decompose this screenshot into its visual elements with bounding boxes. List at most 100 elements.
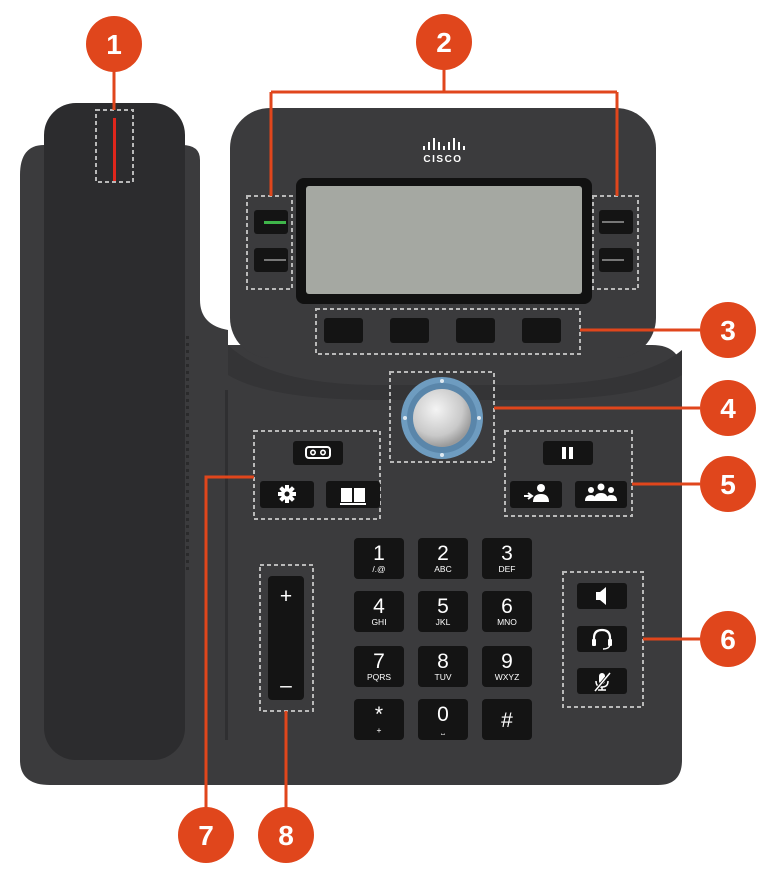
callout-6: 6 xyxy=(700,611,756,667)
keypad-key-face[interactable] xyxy=(354,699,404,740)
grille-slot xyxy=(186,364,189,367)
keypad-digit: 5 xyxy=(437,595,449,618)
grille-slot xyxy=(186,441,189,444)
logo-bar xyxy=(443,146,445,150)
feature-keys-right-highlight xyxy=(504,430,633,517)
grille-slot xyxy=(186,350,189,353)
callout-number: 2 xyxy=(436,27,452,58)
keypad-key[interactable]: 0⎵ xyxy=(418,699,468,740)
callout-4: 4 xyxy=(700,380,756,436)
keypad-digit: 3 xyxy=(501,542,513,565)
grille-slot xyxy=(186,567,189,570)
grille-slot xyxy=(186,469,189,472)
headset-button[interactable] xyxy=(577,626,627,652)
callout-badge xyxy=(700,456,756,512)
keypad-key-face[interactable] xyxy=(418,699,468,740)
speaker-grille xyxy=(186,336,228,740)
keypad-letters: JKL xyxy=(436,617,451,627)
hold-button[interactable] xyxy=(543,441,593,465)
grille-slot xyxy=(186,385,189,388)
conference-icon xyxy=(585,483,617,501)
keypad-key[interactable]: 1/.@ xyxy=(354,538,404,579)
keypad-key-face[interactable] xyxy=(482,538,532,579)
grille-slot xyxy=(186,392,189,395)
keypad-letters: ⎵ xyxy=(441,725,445,735)
callout-number: 5 xyxy=(720,469,736,500)
keypad-key[interactable]: # xyxy=(482,699,532,740)
keypad-digit: 1 xyxy=(373,542,385,565)
softkey-3[interactable] xyxy=(456,318,495,343)
handset-light-strip xyxy=(113,118,116,182)
callout-number: 3 xyxy=(720,315,736,346)
keypad-letters: /.@ xyxy=(372,564,385,574)
grille-slot xyxy=(186,553,189,556)
logo-bar xyxy=(428,142,430,150)
keypad-digit: 8 xyxy=(437,650,449,673)
line-key-left-2-led xyxy=(264,259,286,261)
keypad-key-face[interactable] xyxy=(482,591,532,632)
keypad-key-face[interactable] xyxy=(354,538,404,579)
callout-badge xyxy=(258,807,314,863)
grille-slot xyxy=(186,511,189,514)
keypad-digit: 4 xyxy=(373,595,385,618)
transfer-button[interactable] xyxy=(510,481,562,508)
nav-dot-right xyxy=(477,416,481,420)
keypad-key-face[interactable] xyxy=(418,538,468,579)
callout-badge xyxy=(700,611,756,667)
keypad-key-face[interactable] xyxy=(354,646,404,687)
keypad-digit: * xyxy=(375,703,383,726)
headset-icon xyxy=(592,628,612,650)
softkey-2[interactable] xyxy=(390,318,429,343)
messages-button[interactable] xyxy=(293,441,343,465)
keypad-key-face[interactable] xyxy=(482,646,532,687)
softkey-1[interactable] xyxy=(324,318,363,343)
handset[interactable] xyxy=(44,103,185,760)
keypad-letters: TUV xyxy=(435,672,452,682)
pause-icon xyxy=(562,447,573,459)
grille-slot xyxy=(186,483,189,486)
logo-bar xyxy=(463,146,465,150)
keypad-key-face[interactable] xyxy=(418,646,468,687)
keypad-digit: # xyxy=(501,709,513,732)
grille-slot xyxy=(186,546,189,549)
keypad-key[interactable]: *+ xyxy=(354,699,404,740)
callout-2: 2 xyxy=(416,14,472,70)
nav-dot-left xyxy=(403,416,407,420)
logo-bar xyxy=(423,146,425,150)
callout-badge xyxy=(700,302,756,358)
keypad-key-face[interactable] xyxy=(418,591,468,632)
select-button[interactable] xyxy=(413,389,471,447)
grille-slot xyxy=(186,378,189,381)
keypad-key-face[interactable] xyxy=(482,699,532,740)
navigation-highlight xyxy=(389,371,495,463)
leader-7 xyxy=(204,475,254,808)
keypad-letters: + xyxy=(377,725,382,735)
keypad-letters: WXYZ xyxy=(495,672,520,682)
volume-minus-label: – xyxy=(280,674,292,697)
nav-dot-up xyxy=(440,379,444,383)
contacts-button[interactable] xyxy=(326,481,380,508)
console-curve xyxy=(228,345,682,400)
line-key-right-1-led xyxy=(602,221,624,223)
keypad-key-face[interactable] xyxy=(354,591,404,632)
grille-slot xyxy=(186,504,189,507)
softkey-4[interactable] xyxy=(522,318,561,343)
gear-icon xyxy=(278,485,296,503)
speaker-icon xyxy=(596,587,606,605)
keypad-digit: 2 xyxy=(437,542,449,565)
logo-bar xyxy=(453,138,455,150)
volume-rocker[interactable] xyxy=(268,576,304,700)
logo-bar xyxy=(433,138,435,150)
grille-slot xyxy=(186,434,189,437)
volume-plus-label: + xyxy=(280,585,292,608)
